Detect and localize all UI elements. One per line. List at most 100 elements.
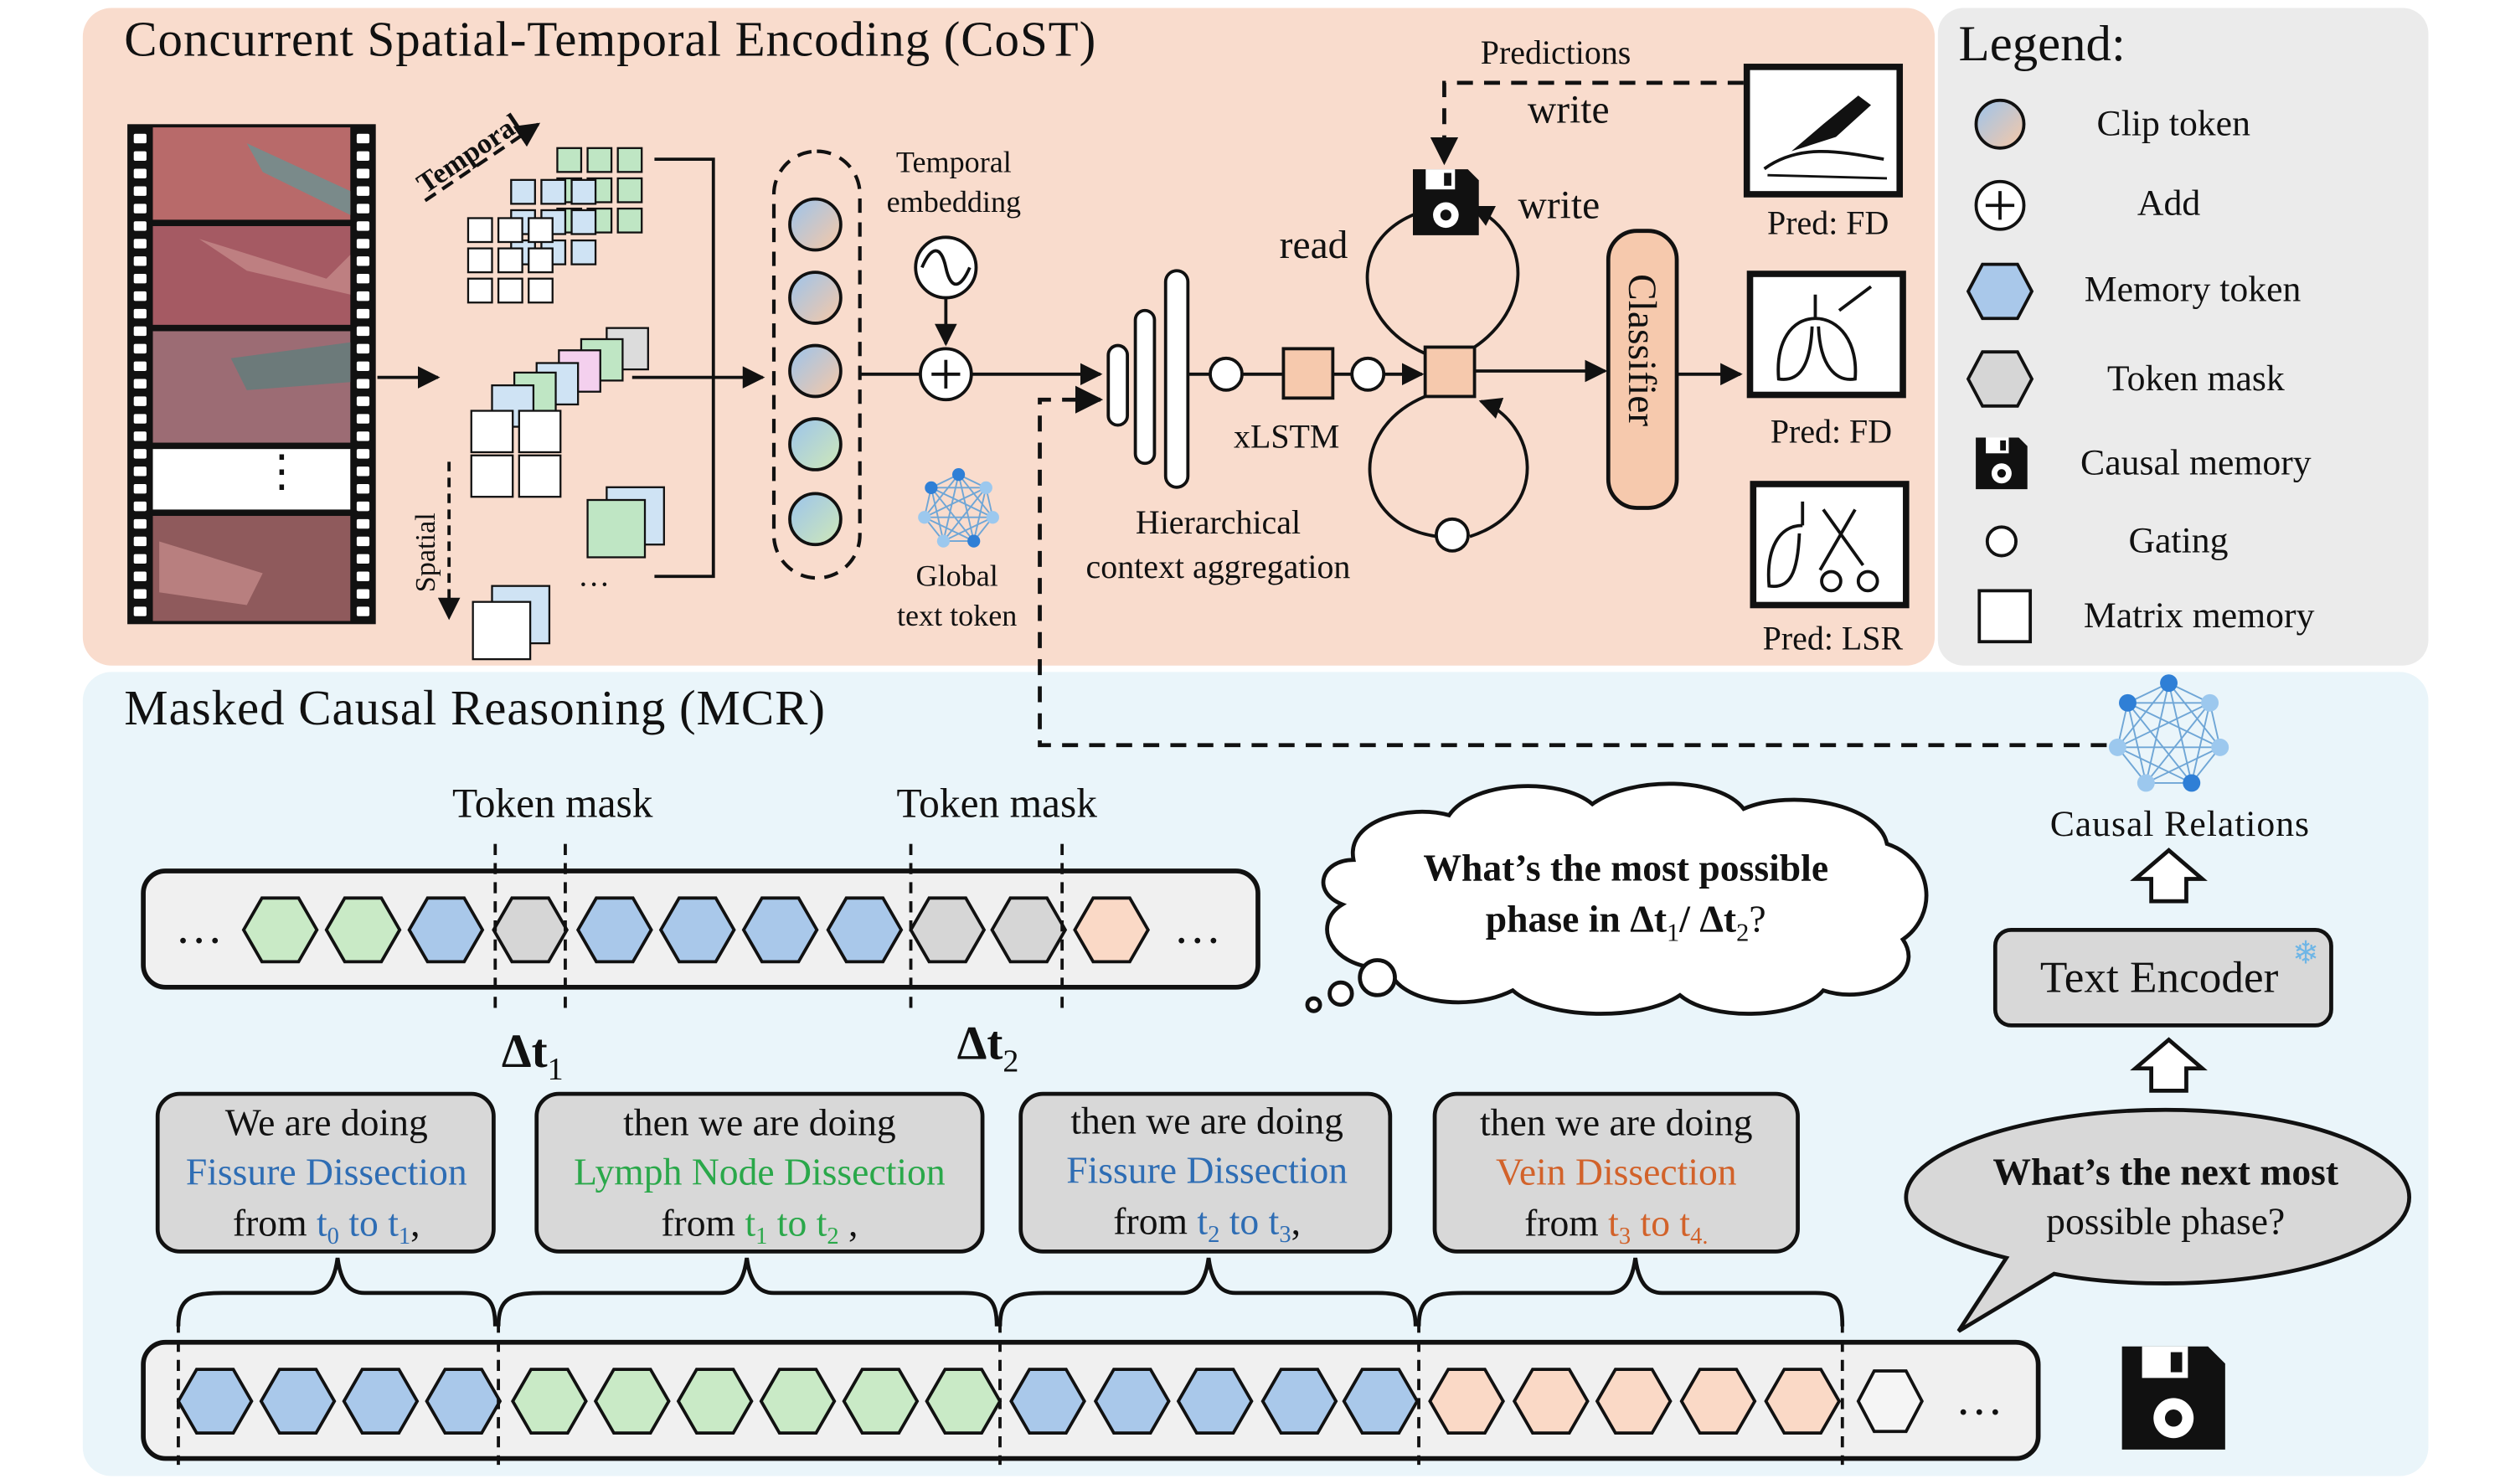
patch-cell [497, 217, 523, 244]
write-right-label: write [1518, 183, 1601, 227]
token-hexagon [925, 1368, 1003, 1435]
classifier-label: Classifier [1620, 274, 1663, 426]
token-hexagon [1595, 1368, 1673, 1435]
prediction-panels: Pred: FD Pred: FD Pred: LSR [1743, 64, 1910, 657]
causal-relations-label: Causal Relations [2050, 804, 2310, 844]
xlstm-label: xLSTM [1234, 417, 1339, 455]
memory-token-icon [1966, 262, 2034, 321]
floppy-disk-icon [1976, 437, 2028, 490]
patch-cell [470, 410, 514, 454]
snowflake-icon: ❄ [2292, 935, 2319, 971]
token-hexagon [1260, 1368, 1338, 1435]
cost-title: Concurrent Spatial-Temporal Encoding (Co… [124, 12, 1096, 67]
add-icon [1974, 179, 2026, 231]
token-hexagon [826, 896, 904, 964]
legend-panel [1937, 8, 2429, 666]
token-hexagon [407, 896, 485, 964]
caption-box-3 [1018, 1091, 1393, 1254]
patch-cell [497, 277, 523, 304]
text-encoder-block [1992, 927, 2333, 1028]
mask-dashed-lines [493, 843, 1064, 1013]
clip-token-icon [788, 271, 843, 325]
caption-boxes: We are doing Fissure Dissection from t0 … [155, 1091, 1800, 1254]
patch-cell [518, 410, 562, 454]
memory-bar-ellipsis: … [1956, 1372, 2003, 1425]
token-hexagon [259, 1368, 337, 1435]
pred-label-3: Pred: LSR [1763, 620, 1904, 657]
memory-token-sequence [176, 1368, 1924, 1435]
caption-2-range: from t1 to t2 , [661, 1201, 858, 1250]
legend-label-add: Add [2137, 183, 2200, 224]
token-hexagon [1342, 1368, 1420, 1435]
add-icon [919, 347, 973, 402]
patch-cell [497, 247, 523, 274]
patch-cell [466, 277, 493, 304]
token-hexagon [1009, 1368, 1086, 1435]
patch-cell [586, 147, 613, 173]
patch-cell [616, 207, 643, 234]
caption-1-phase: Fissure Dissection [186, 1151, 467, 1193]
pred-label-1: Pred: FD [1767, 204, 1889, 241]
spatial-arrow: Spatial [410, 461, 461, 621]
causal-memory-floppy-icon [1413, 169, 1479, 235]
spatial-label: Spatial [410, 513, 441, 592]
patch-cell [466, 217, 493, 244]
patch-cell [470, 454, 514, 498]
token-hexagon [759, 1368, 837, 1435]
patch-cell [556, 147, 583, 173]
token-hexagon [909, 896, 987, 964]
global-text-line1: Global [916, 559, 998, 593]
token-hexagon [1679, 1368, 1757, 1435]
token-hexagon [241, 896, 319, 964]
gating-icon [1985, 525, 2018, 558]
grid-to-token-connectors [631, 157, 765, 579]
predictions-dashed-path [1430, 80, 1744, 166]
patch-cell [510, 178, 536, 205]
patch-cell [586, 498, 647, 559]
caption-3-phase: Fissure Dissection [1066, 1149, 1348, 1192]
predictions-label: Predictions [1481, 33, 1631, 71]
classifier-block [1606, 229, 1679, 510]
gating-icon [1435, 517, 1470, 553]
patch-cell [528, 247, 554, 274]
caption-1-lead: We are doing [225, 1101, 428, 1144]
temporal-embedding-line2: embedding [887, 185, 1021, 219]
up-arrow-icon [2130, 848, 2208, 904]
caption-4-phase: Vein Dissection [1496, 1151, 1737, 1193]
token-hexagon [511, 1368, 588, 1435]
caption-2-lead: then we are doing [623, 1101, 896, 1144]
token-hexagon [492, 896, 570, 964]
thought-line2: phase in Δt1/ Δt2? [1486, 897, 1766, 946]
patch-cell [616, 177, 643, 204]
gating-icon [1209, 356, 1244, 392]
patch-cell [528, 277, 554, 304]
token-mask-label-2: Token mask [896, 780, 1097, 826]
caption-3-range: from t2 to t3, [1113, 1199, 1301, 1248]
phase-dashed-dividers [177, 1322, 1844, 1466]
speech-line1: What’s the next most [1992, 1151, 2338, 1193]
caption-3-lead: then we are doing [1070, 1100, 1343, 1142]
speech-line2: possible phase? [2046, 1199, 2285, 1242]
causal-memory-floppy-icon [2121, 1346, 2225, 1450]
patch-cell [518, 454, 562, 498]
temporal-embedding-icon [914, 235, 978, 300]
caption-4-lead: then we are doing [1480, 1101, 1753, 1144]
patch-cell [540, 178, 567, 205]
delta-t1-label: Δt1 [502, 1025, 564, 1087]
token-hexagon [741, 896, 819, 964]
patch-cell [570, 209, 597, 235]
phase-braces [176, 1257, 1845, 1327]
legend-label-clip-token: Clip token [2097, 104, 2251, 144]
legend-label-memory-token: Memory token [2085, 269, 2302, 309]
caption-box-4 [1432, 1091, 1800, 1254]
clip-token-icon [1974, 98, 2026, 150]
speech-bubble [1904, 1107, 2412, 1333]
delta-t2-label: Δt2 [957, 1017, 1019, 1079]
token-hexagon [1093, 1368, 1171, 1435]
token-hexagon [676, 1368, 754, 1435]
clip-token-group [771, 149, 862, 580]
caption-4-range: from t3 to t4. [1524, 1201, 1708, 1250]
legend-title: Legend: [1959, 16, 2126, 72]
clip-token-icon [788, 197, 843, 252]
